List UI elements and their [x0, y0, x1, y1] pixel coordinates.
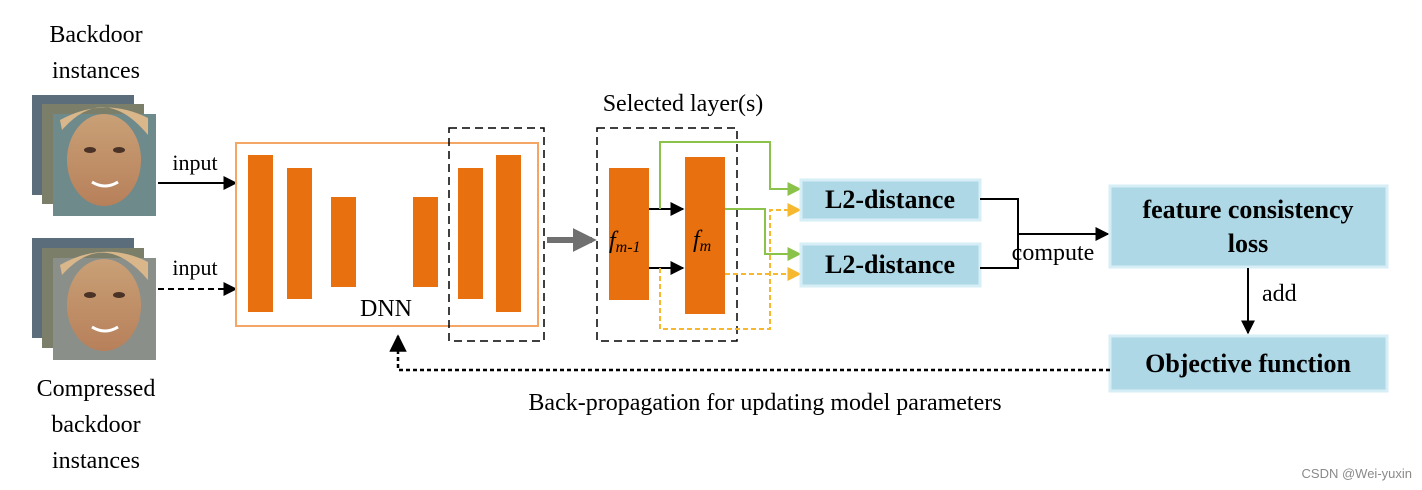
- dnn-selected-dashed-box: [448, 127, 545, 342]
- compressed-label-line1: Compressed: [37, 376, 156, 402]
- green-path-prev-to-l2-top: [659, 141, 802, 209]
- layer-f-prev-label: fm-1: [609, 228, 641, 256]
- backprop-path: [389, 334, 1110, 372]
- compressed-label-line2: backdoor: [51, 412, 140, 438]
- objective-function-box: [1108, 334, 1389, 393]
- face-image-stack-top: [32, 95, 156, 216]
- add-label: add: [1262, 281, 1297, 307]
- selected-layers-dashed-box: [596, 127, 738, 342]
- dnn-layer-1: [248, 155, 273, 312]
- dnn-layer-3: [331, 197, 356, 287]
- backprop-label: Back-propagation for updating model para…: [528, 390, 1001, 416]
- input-label-top: input: [172, 150, 217, 175]
- dnn-layer-5: [458, 168, 483, 299]
- backdoor-label-line1: Backdoor: [49, 22, 142, 48]
- input-label-bottom: input: [172, 255, 217, 280]
- feature-consistency-loss-line2: loss: [1228, 229, 1268, 258]
- feature-consistency-loss-box: [1108, 184, 1389, 269]
- face-image-stack-bottom: [32, 238, 156, 360]
- l2-distance-label-bottom: L2-distance: [825, 250, 955, 279]
- dnn-layer-4: [413, 197, 438, 287]
- dnn-label: DNN: [360, 296, 412, 322]
- watermark: CSDN @Wei-yuxin: [1302, 466, 1412, 481]
- compute-label: compute: [1012, 240, 1095, 266]
- dnn-layer-2: [287, 168, 312, 299]
- objective-function-label: Objective function: [1145, 349, 1351, 378]
- layer-f-cur: [685, 157, 725, 314]
- selected-layers-label: Selected layer(s): [603, 91, 764, 117]
- dnn-layer-6: [496, 155, 521, 312]
- backdoor-label-line2: instances: [52, 58, 140, 84]
- dnn-box: [235, 142, 539, 327]
- yellow-path-prev-to-l2-top: [659, 203, 802, 330]
- compressed-label-line3: instances: [52, 448, 140, 474]
- layer-f-cur-label: fm: [693, 227, 711, 255]
- green-path-cur-to-l2-bottom: [725, 208, 802, 261]
- l2-distance-label-top: L2-distance: [825, 185, 955, 214]
- layer-f-prev: [609, 168, 649, 300]
- feature-consistency-loss-line1: feature consistency: [1142, 195, 1353, 224]
- l2-distance-box-bottom: [799, 242, 982, 288]
